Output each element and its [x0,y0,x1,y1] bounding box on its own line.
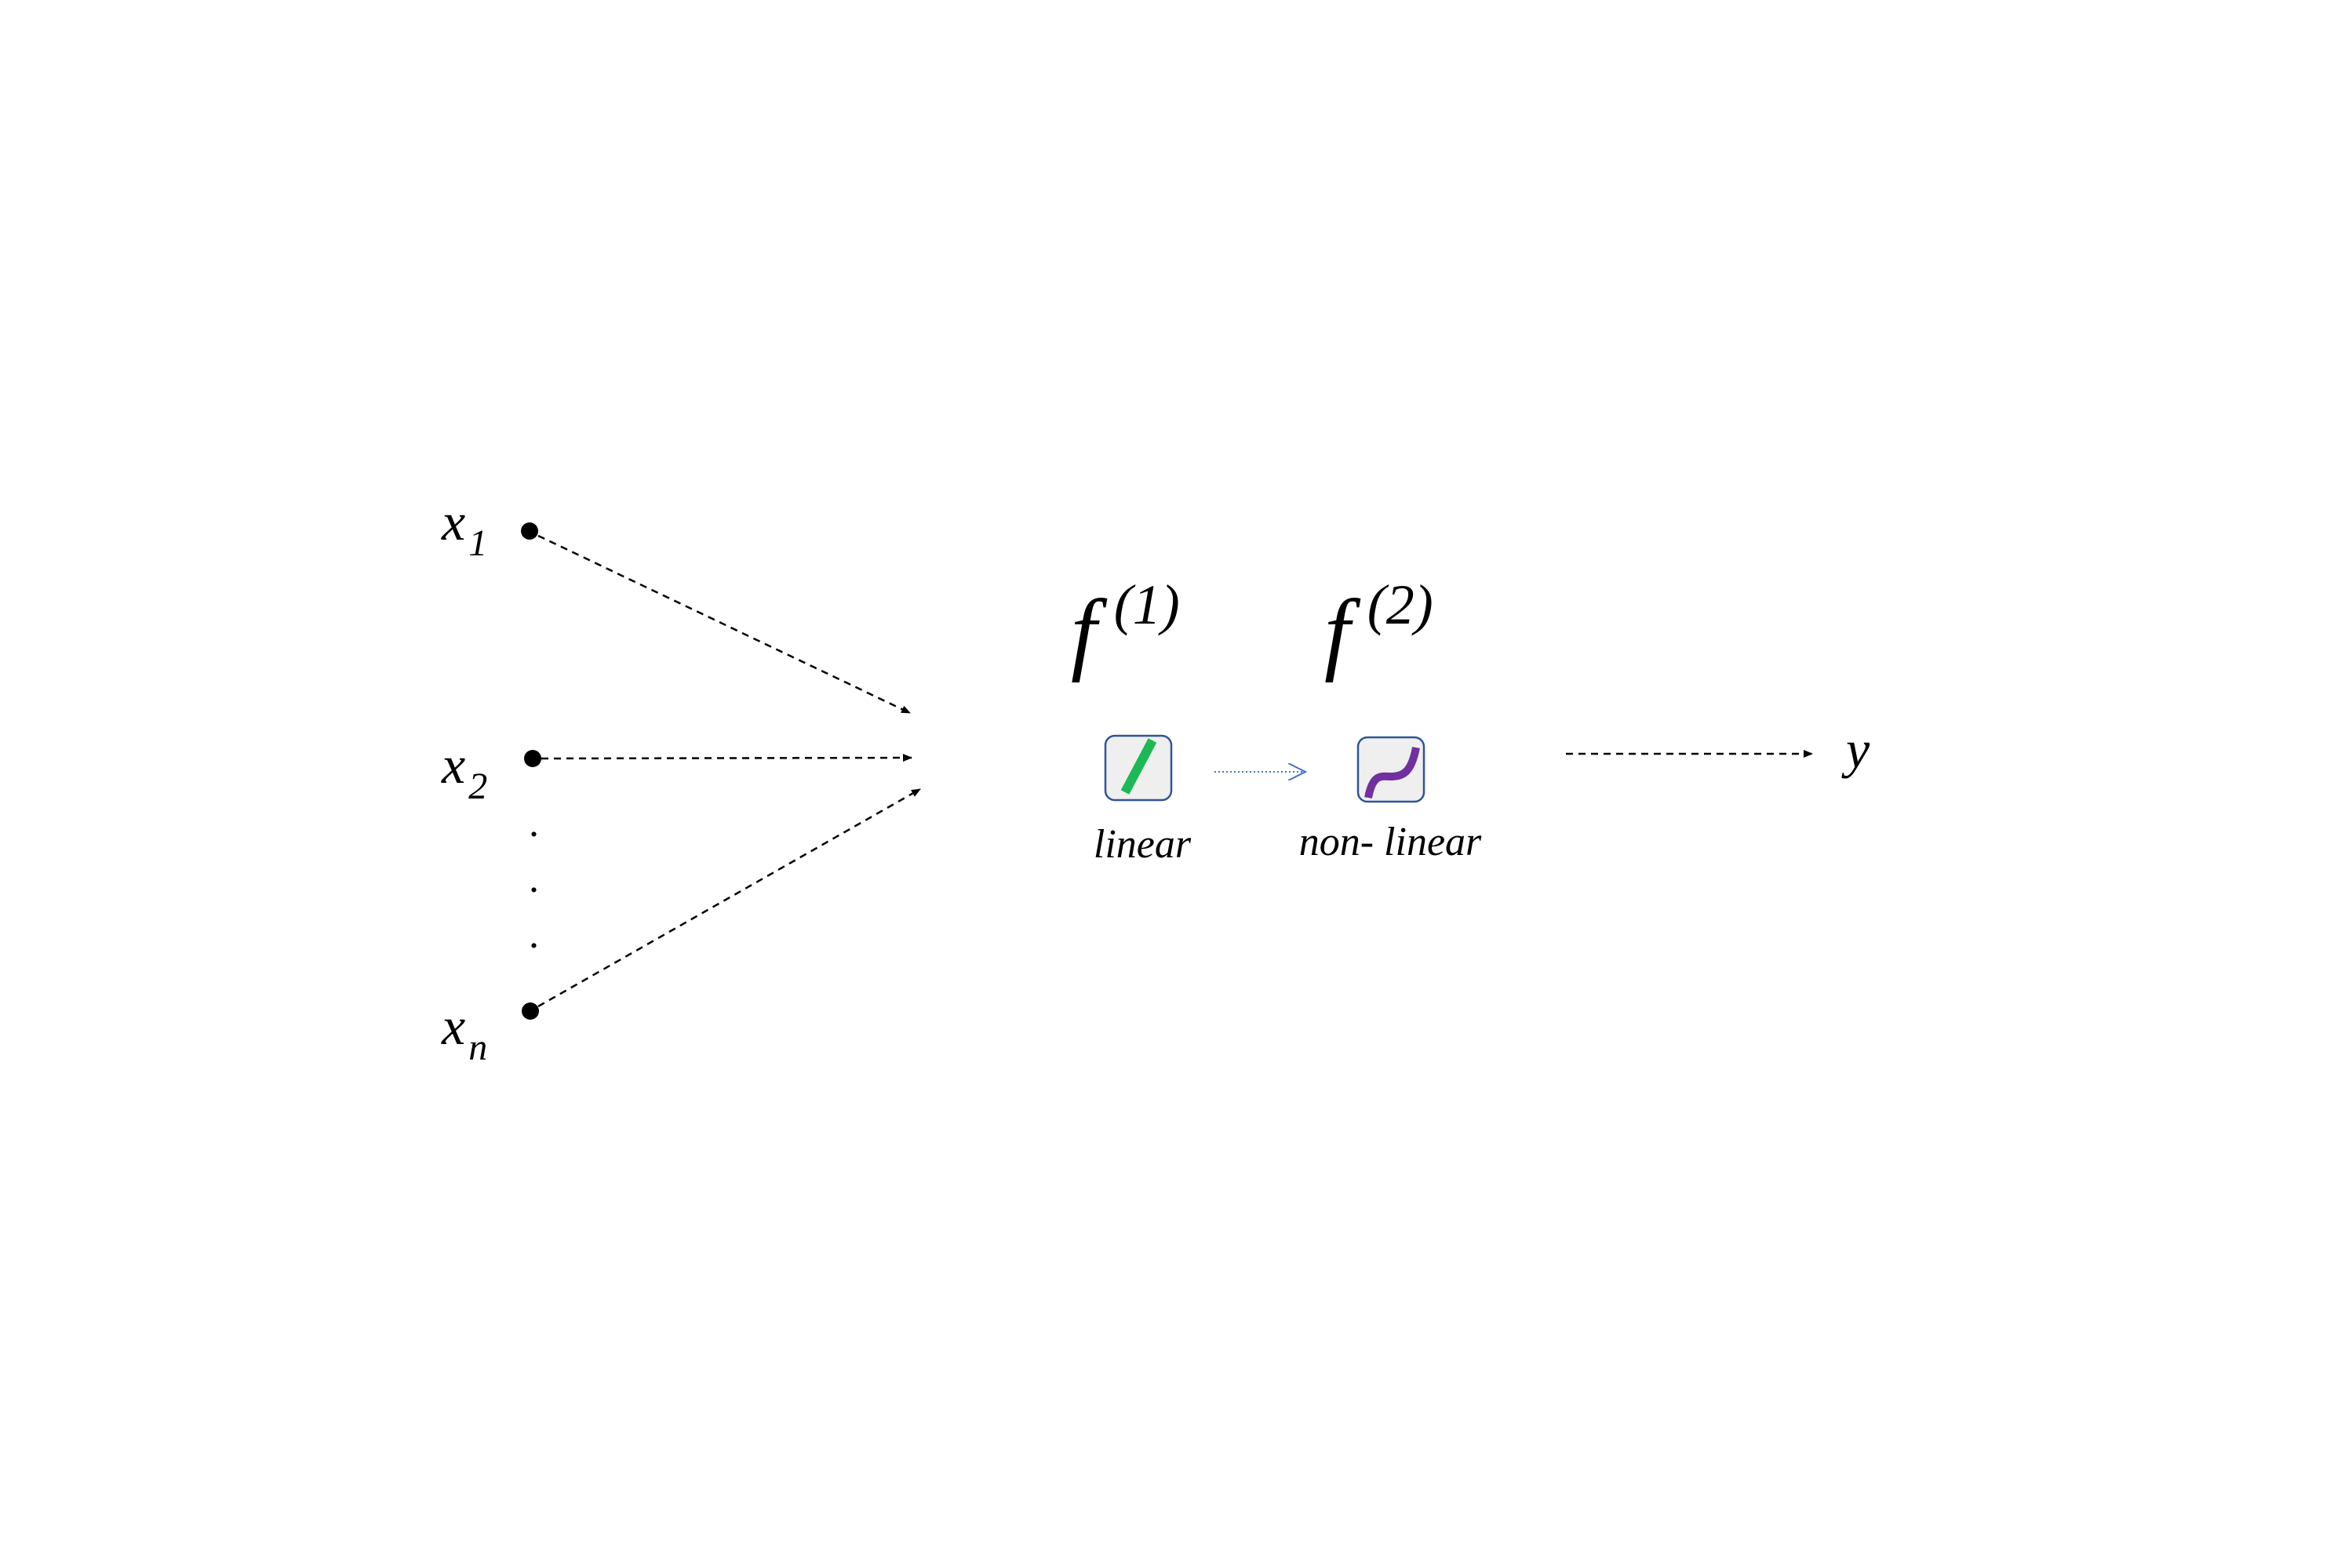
function-2-label: f(2) [1324,573,1433,683]
input-dot-x1 [521,522,538,540]
input-arrow-x2 [541,754,912,762]
function-2: f(2) non- linear [1299,573,1482,864]
input-label-x2: x2 [441,735,487,807]
function-1-label: f(1) [1071,573,1180,683]
input-node-xn: xn [441,996,539,1068]
input-arrow-x1 [537,534,911,715]
input-label-xn: xn [441,996,487,1068]
linear-line-icon [1120,738,1157,795]
input-label-x1: x1 [441,492,487,564]
ellipsis-dot: . [529,801,539,846]
ellipsis: . . . [529,801,539,957]
input-arrow-xn [537,788,921,1008]
function-2-caption: non- linear [1299,820,1482,864]
input-dot-x2 [524,750,541,767]
input-node-x2: x2 [441,735,541,807]
input-dot-xn [522,1002,539,1020]
input-node-x1: x1 [441,492,538,564]
ellipsis-dot: . [529,857,539,901]
output-label-y: y [1841,719,1870,779]
function-1: f(1) linear [1071,573,1192,867]
sigmoid-curve-icon [1364,746,1420,799]
ellipsis-dot: . [529,912,539,957]
function-1-caption: linear [1094,822,1192,867]
